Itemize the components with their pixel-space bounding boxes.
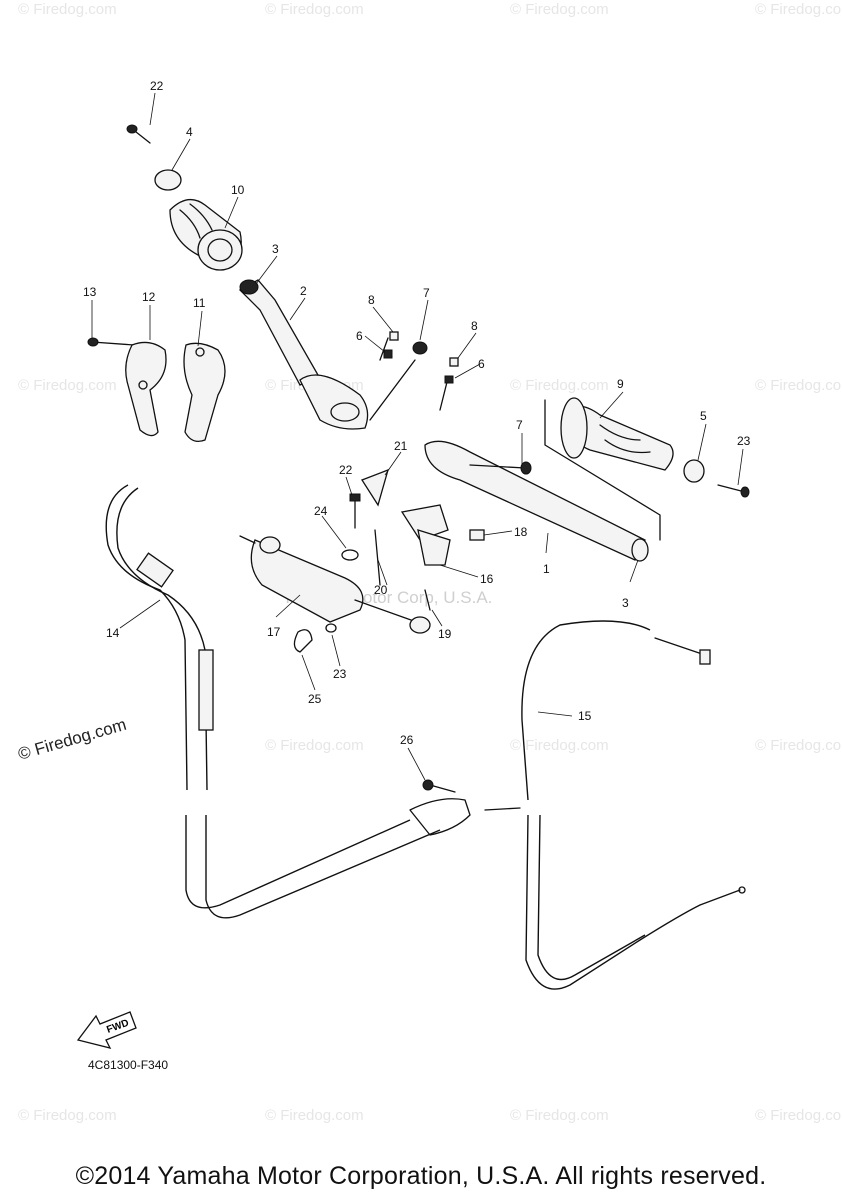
watermark: © Firedog.com — [755, 737, 842, 754]
callout-2: 2 — [300, 284, 307, 298]
guard-11 — [183, 342, 226, 443]
bolt-7 — [469, 464, 526, 469]
callout-9: 9 — [617, 377, 624, 391]
callout-6: 6 — [356, 329, 363, 343]
left-handlebar-2 — [238, 279, 428, 430]
callout-24: 24 — [314, 504, 328, 518]
callout-10: 10 — [231, 183, 245, 197]
callout-8: 8 — [471, 319, 478, 333]
clip-18 — [469, 529, 485, 541]
guard-12 — [125, 341, 167, 437]
callout-16: 16 — [480, 572, 494, 586]
watermark: © Firedog.com — [510, 737, 609, 754]
screw-20 — [374, 529, 381, 586]
bracket-16 — [417, 529, 451, 566]
callout-26: 26 — [400, 733, 414, 747]
washer-8 — [389, 331, 399, 341]
watermark: © Firedog.com — [510, 377, 609, 394]
callout-12: 12 — [142, 290, 156, 304]
callout-19: 19 — [438, 627, 452, 641]
cable-bracket — [409, 798, 471, 836]
callout-7: 7 — [423, 286, 430, 300]
callout-22: 22 — [339, 463, 353, 477]
washer-24 — [341, 549, 359, 561]
callout-6: 6 — [478, 357, 485, 371]
holder-21 — [361, 468, 389, 507]
copyright-notice: ©2014 Yamaha Motor Corporation, U.S.A. A… — [75, 1162, 767, 1190]
right-grip-assembly — [560, 397, 750, 498]
callout-7: 7 — [516, 418, 523, 432]
left-grip-assembly — [126, 124, 243, 271]
grip-flange — [197, 229, 243, 271]
fwd-arrow: FWD — [76, 1011, 137, 1049]
watermark: © Firedog.com — [265, 1107, 364, 1124]
callout-13: 13 — [83, 285, 97, 299]
callout-25: 25 — [308, 692, 322, 706]
parts-diagram: © Firedog.com © Firedog.com © Firedog.co… — [16, 1, 842, 1124]
watermark: © Firedog.com — [265, 737, 364, 754]
watermark: © Firedog.com — [265, 1, 364, 18]
callout-4: 5 — [700, 409, 707, 423]
grip-end-4 — [154, 169, 182, 191]
cover-25 — [293, 629, 313, 653]
bolt-26 — [429, 784, 456, 793]
bolt-5 — [717, 484, 746, 493]
nut-6 — [383, 349, 393, 359]
watermark: © Firedog.com — [755, 1, 842, 18]
callout-numbers: 22 4 10 3 2 8 7 6 8 6 9 5 23 7 13 12 11 … — [83, 79, 751, 747]
bolt-head — [126, 124, 138, 134]
watermark: © Firedog.com — [18, 1107, 117, 1124]
callout-18: 18 — [514, 525, 528, 539]
watermark: © Firedog.com — [510, 1107, 609, 1124]
callout-5: 23 — [737, 434, 751, 448]
cable-sleeve — [198, 649, 214, 731]
watermark: © Firedog.com — [755, 1107, 842, 1124]
callout-3: 3 — [622, 596, 629, 610]
clamp — [299, 374, 369, 430]
throttle-cables-14 — [105, 484, 471, 919]
callout-11: 11 — [193, 296, 206, 310]
callout-14: 14 — [106, 626, 120, 640]
watermark: © Firedog.com — [510, 1, 609, 18]
leader-lines — [91, 92, 744, 781]
brake-master-cylinder — [239, 468, 485, 653]
nut-23 — [325, 623, 337, 633]
watermark: © Firedog.com — [755, 377, 842, 394]
master-cylinder-17 — [250, 539, 364, 623]
pin-19 — [424, 589, 431, 611]
callout-17: 17 — [267, 625, 281, 639]
callout-4: 4 — [186, 125, 193, 139]
callout-21: 21 — [394, 439, 408, 453]
callout-1: 1 — [543, 562, 550, 576]
washer-8 — [449, 357, 459, 367]
bracket-line — [544, 399, 661, 541]
callout-23: 23 — [333, 667, 347, 681]
right-handlebar-1 — [424, 357, 661, 562]
callout-3: 3 — [272, 242, 279, 256]
watermark: © Firedog.com — [18, 377, 117, 394]
watermark-firedog: © Firedog.com — [16, 715, 129, 764]
bolt-7 — [412, 341, 428, 355]
nut-6 — [444, 375, 454, 384]
bracket-16a — [400, 504, 449, 541]
callout-8: 8 — [368, 293, 375, 307]
bar-end-3 — [631, 538, 649, 562]
reference-code: 4C81300-F340 — [88, 1058, 169, 1072]
grip-end-4 — [683, 459, 705, 483]
callout-5: 22 — [150, 79, 164, 93]
lever-guard-assembly — [87, 337, 226, 443]
cable-fitting — [136, 552, 174, 588]
clutch-cable-15 — [484, 620, 746, 990]
bar-end-3 — [239, 279, 259, 295]
callout-20: 20 — [374, 583, 388, 597]
watermark: © Firedog.com — [18, 1, 117, 18]
callout-15: 15 — [578, 709, 592, 723]
